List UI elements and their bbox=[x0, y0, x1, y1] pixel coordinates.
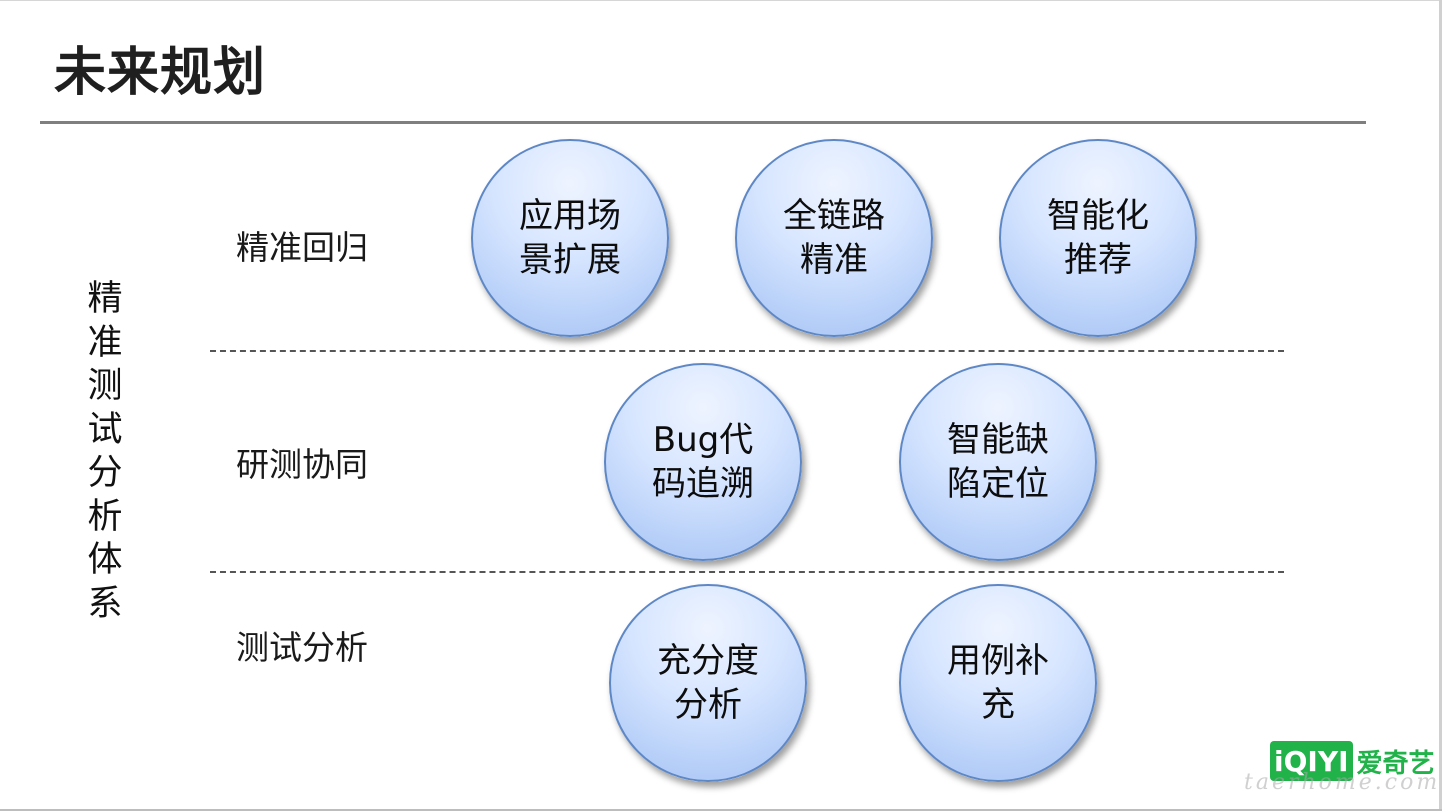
circle-label: 智能缺陷定位 bbox=[947, 420, 1049, 504]
watermark: taerhome.com bbox=[1244, 770, 1441, 795]
circle-label: 充分度分析 bbox=[657, 641, 759, 725]
row-divider bbox=[210, 571, 1284, 573]
circle-smart-recommendation: 智能化推荐 bbox=[999, 139, 1197, 337]
row-label-regression: 精准回归 bbox=[236, 228, 368, 267]
row-label-analysis: 测试分析 bbox=[236, 628, 368, 667]
circle-label: 全链路精准 bbox=[783, 196, 885, 280]
iqiyi-logo-text: 爱奇艺 bbox=[1356, 748, 1435, 779]
row-label-collaboration: 研测协同 bbox=[236, 445, 368, 484]
vertical-system-label: 精准测试分析体系 bbox=[87, 279, 123, 624]
circle-scenario-extension: 应用场景扩展 bbox=[471, 139, 669, 337]
circle-label: 用例补充 bbox=[947, 641, 1049, 725]
title-underline bbox=[40, 121, 1366, 124]
circle-label: 智能化推荐 bbox=[1047, 196, 1149, 280]
slide-top-edge bbox=[0, 0, 1442, 1]
circle-label: 应用场景扩展 bbox=[519, 196, 621, 280]
iqiyi-logo-icon: iQIYI bbox=[1270, 741, 1353, 781]
circle-smart-defect-locating: 智能缺陷定位 bbox=[899, 363, 1097, 561]
circle-label: Bug代码追溯 bbox=[652, 420, 754, 504]
slide-right-edge bbox=[1439, 0, 1442, 811]
row-divider bbox=[210, 350, 1284, 352]
circle-full-chain-precision: 全链路精准 bbox=[735, 139, 933, 337]
circle-coverage-analysis: 充分度分析 bbox=[609, 584, 807, 782]
iqiyi-logo: iQIYI 爱奇艺 bbox=[1270, 741, 1435, 781]
circle-bug-code-trace: Bug代码追溯 bbox=[604, 363, 802, 561]
slide-bottom-edge bbox=[0, 809, 1442, 811]
circle-case-supplement: 用例补充 bbox=[899, 584, 1097, 782]
slide-title: 未来规划 bbox=[54, 43, 267, 103]
